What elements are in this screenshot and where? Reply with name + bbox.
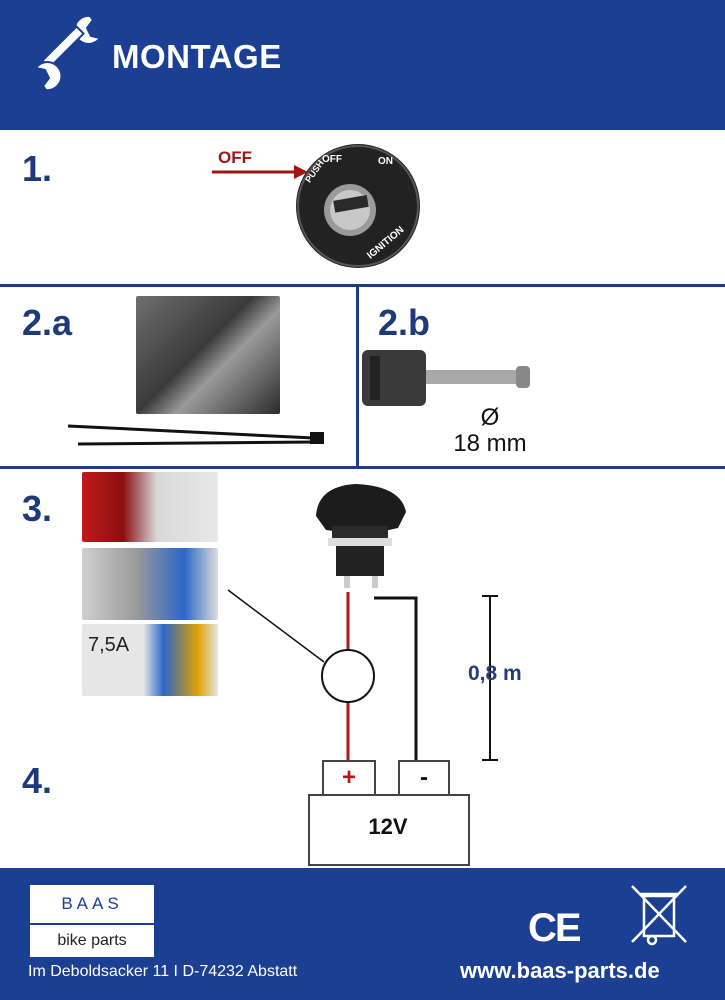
company-address: Im Deboldsacker 11 I D-74232 Abstatt — [28, 963, 298, 980]
step-2a-label: 2.a — [22, 302, 73, 343]
step-2b-label: 2.b — [378, 302, 431, 343]
minus-terminal: - — [398, 760, 450, 796]
step-4-label: 4. — [22, 760, 53, 801]
wrench-icon — [34, 14, 102, 92]
drill-bit-icon — [362, 350, 530, 406]
plus-terminal: + — [322, 760, 376, 796]
power-socket-icon — [316, 484, 406, 588]
drill-diameter: 18 mm — [453, 430, 527, 457]
website-url[interactable]: www.baas-parts.de — [460, 958, 660, 983]
svg-text:OFF: OFF — [322, 154, 342, 165]
page-title: MONTAGE — [112, 38, 282, 75]
wiring-diagram — [227, 589, 498, 776]
fuse-rating: 7,5A — [88, 634, 130, 656]
cable-ties-icon — [67, 424, 324, 446]
diameter-symbol: Ø — [480, 404, 500, 431]
cable-length: 0,8 m — [468, 662, 522, 685]
battery-box — [308, 794, 470, 866]
brand-name: BAAS — [30, 885, 154, 923]
crossed-bin-icon — [631, 885, 687, 946]
divider-2 — [0, 466, 725, 469]
svg-text:ON: ON — [378, 156, 393, 167]
arrow-right-icon — [212, 165, 308, 179]
crimp-tool-photo — [82, 548, 218, 620]
battery-voltage: 12V — [368, 814, 408, 839]
fuse-holder-photo — [82, 624, 218, 696]
divider-1 — [0, 284, 725, 287]
header-bar — [0, 0, 725, 130]
brand-subtitle: bike parts — [30, 925, 154, 957]
ce-mark: CE — [528, 906, 582, 950]
divider-vertical — [356, 284, 359, 466]
cutter-photo — [82, 472, 218, 542]
ignition-switch-icon: PUSH OFF ON IGNITION — [296, 144, 420, 268]
off-label: OFF — [218, 148, 252, 167]
handlebar-photo — [136, 296, 280, 414]
step-3-label: 3. — [22, 488, 53, 529]
step-1-label: 1. — [22, 148, 53, 189]
